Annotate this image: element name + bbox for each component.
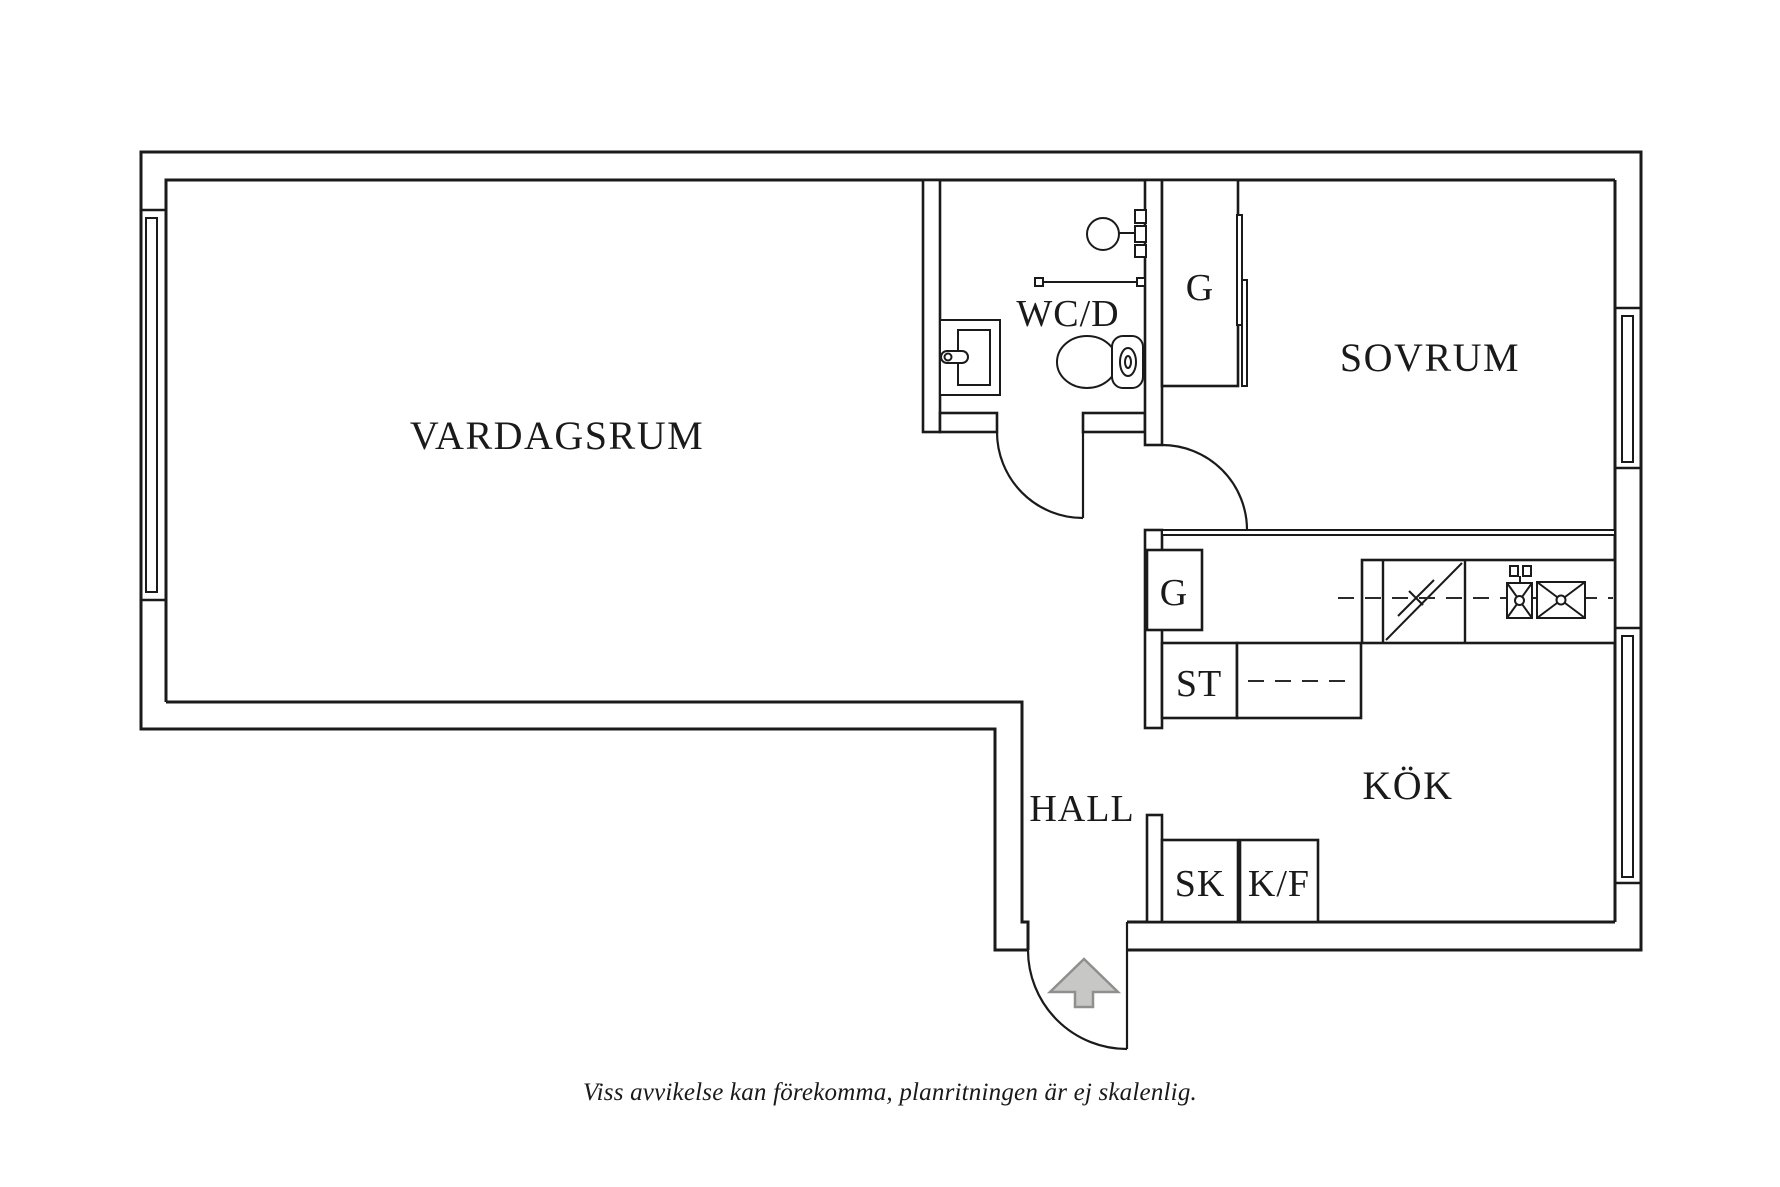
toilet-icon <box>1056 335 1144 389</box>
closet-g-bedroom <box>1160 178 1248 388</box>
wash-basin-icon <box>939 319 1001 396</box>
room-labels: VARDAGSRUM SOVRUM WC/D KÖK HALL G G ST S… <box>410 267 1520 905</box>
shower-head-icon <box>1086 209 1147 258</box>
label-kf: K/F <box>1248 863 1310 905</box>
kitchen-sink-icon <box>1506 565 1533 619</box>
label-hall: HALL <box>1029 788 1134 830</box>
stove-icon <box>1536 581 1586 619</box>
entrance-door <box>1026 922 1129 1051</box>
label-sovrum: SOVRUM <box>1340 335 1520 380</box>
kitchen-counter <box>1338 558 1617 645</box>
interior-walls <box>921 178 1616 924</box>
closet-kf <box>1238 838 1320 924</box>
outer-walls <box>139 150 1643 952</box>
closet-g-hall <box>1145 548 1204 632</box>
shower-rail-icon <box>1034 277 1146 287</box>
label-g-bedroom: G <box>1186 267 1214 309</box>
label-g-hall: G <box>1160 572 1188 614</box>
disclaimer-caption: Viss avvikelse kan förekomma, planritnin… <box>583 1079 1197 1106</box>
entrance-arrow-icon <box>1046 957 1122 1009</box>
closet-st <box>1160 641 1363 720</box>
window-bedroom <box>1615 306 1641 470</box>
bedroom-door <box>1161 443 1249 531</box>
label-wc: WC/D <box>1016 293 1119 335</box>
closet-sk <box>1160 838 1240 924</box>
label-vardagsrum: VARDAGSRUM <box>410 413 704 458</box>
wc-door <box>995 431 1085 520</box>
label-st: ST <box>1176 663 1222 705</box>
window-kitchen <box>1615 626 1641 885</box>
dishwasher-icon <box>1385 562 1463 641</box>
window-left <box>141 208 166 602</box>
label-sk: SK <box>1175 863 1226 905</box>
label-kok: KÖK <box>1362 763 1453 808</box>
